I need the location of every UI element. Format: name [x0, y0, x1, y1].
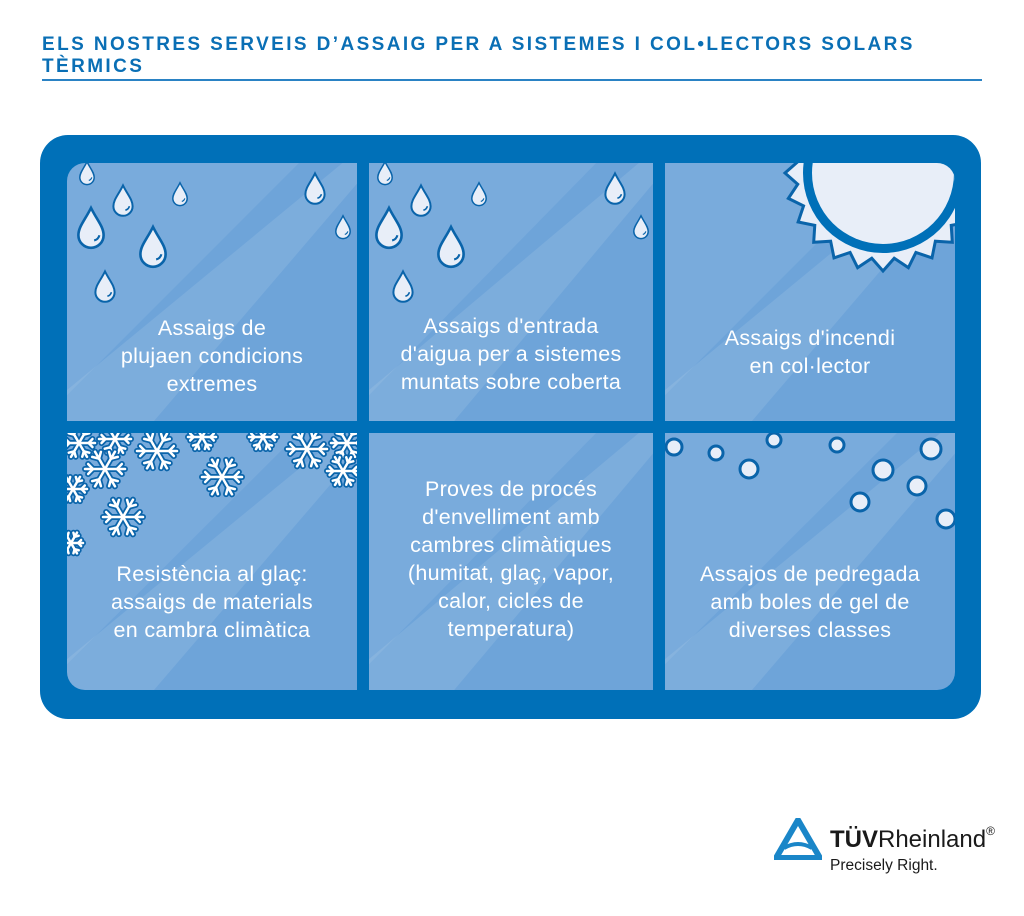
raindrop-icon — [471, 181, 487, 207]
service-label-line: en cambra climàtica — [113, 618, 311, 642]
hailstone-icon — [849, 491, 871, 513]
service-label-line: assaigs de materials — [111, 590, 313, 614]
service-label: Proves de procés d'envelliment amb cambres… — [369, 475, 653, 643]
service-label-line: calor, cicles de — [438, 589, 584, 613]
raindrop-icon — [410, 183, 432, 217]
hailstone-icon — [919, 437, 943, 461]
service-label-line: Assaigs de — [157, 316, 267, 340]
service-label-line: cambres climàtiques — [410, 533, 612, 557]
hailstone-icon — [871, 458, 895, 482]
service-label: Assaigs d'entrada d'aigua per a sistemes m… — [369, 312, 653, 396]
hailstone-icon — [935, 508, 955, 530]
page-title: ELS NOSTRES SERVEIS D’ASSAIG PER A SISTE… — [42, 34, 982, 81]
hailstone-icon — [765, 433, 783, 449]
raindrop-icon — [304, 171, 326, 205]
service-label-line: Assaigs d'entrada — [423, 314, 599, 338]
service-label-line: (humitat, glaç, vapor, — [407, 561, 615, 585]
raindrop-icon — [377, 163, 393, 186]
service-label-line: temperatura) — [447, 617, 575, 641]
raindrop-icon — [437, 223, 465, 269]
service-label: Resistència al glaç: assaigs de materials… — [67, 560, 357, 644]
raindrop-icon — [112, 183, 134, 217]
service-label: Assajos de pedregada amb boles de gel de d… — [665, 560, 955, 644]
service-label-line: amb boles de gel de — [710, 590, 910, 614]
raindrop-icon — [604, 171, 626, 205]
raindrop-icon — [79, 163, 95, 186]
service-label-line: diverses classes — [728, 618, 892, 642]
service-label: Assaigs d'incendi en col·lector — [665, 324, 955, 380]
service-label-line: en col·lector — [749, 354, 871, 378]
logo-tagline: Precisely Right. — [830, 857, 938, 874]
service-panel: Proves de procés d'envelliment amb cambres… — [369, 433, 653, 690]
service-label-line: Resistència al glaç: — [116, 562, 308, 586]
sun-icon — [782, 163, 955, 274]
raindrop-icon — [392, 269, 414, 303]
raindrop-icon — [375, 204, 403, 250]
service-panel: Assajos de pedregada amb boles de gel de d… — [665, 433, 955, 690]
service-label: Assaigs de plujaen condicions extremes — [67, 314, 357, 398]
logo-brand: TÜVRheinland® — [830, 824, 995, 853]
raindrop-icon — [633, 214, 649, 240]
service-label-line: d'envelliment amb — [422, 505, 600, 529]
service-label-line: Assaigs d'incendi — [724, 326, 896, 350]
hailstone-icon — [707, 444, 725, 462]
hailstone-icon — [738, 458, 760, 480]
raindrop-icon — [77, 204, 105, 250]
hailstone-icon — [665, 437, 684, 457]
service-label-line: plujaen condicions — [120, 344, 304, 368]
raindrop-icon — [335, 214, 351, 240]
service-panel: Resistència al glaç: assaigs de materials… — [67, 433, 357, 690]
hailstone-icon — [828, 436, 846, 454]
raindrop-icon — [139, 223, 167, 269]
tuv-logo-icon — [774, 818, 822, 860]
service-label-line: d'aigua per a sistemes — [400, 342, 622, 366]
service-label-line: extremes — [166, 372, 258, 396]
service-label-line: muntats sobre coberta — [400, 370, 622, 394]
service-panel: Assaigs de plujaen condicions extremes — [67, 163, 357, 421]
raindrop-icon — [94, 269, 116, 303]
service-panel: Assaigs d'entrada d'aigua per a sistemes m… — [369, 163, 653, 421]
raindrop-icon — [172, 181, 188, 207]
hailstone-icon — [906, 475, 928, 497]
service-label-line: Assajos de pedregada — [700, 562, 920, 586]
service-panel: Assaigs d'incendi en col·lector — [665, 163, 955, 421]
service-label-line: Proves de procés — [424, 477, 598, 501]
